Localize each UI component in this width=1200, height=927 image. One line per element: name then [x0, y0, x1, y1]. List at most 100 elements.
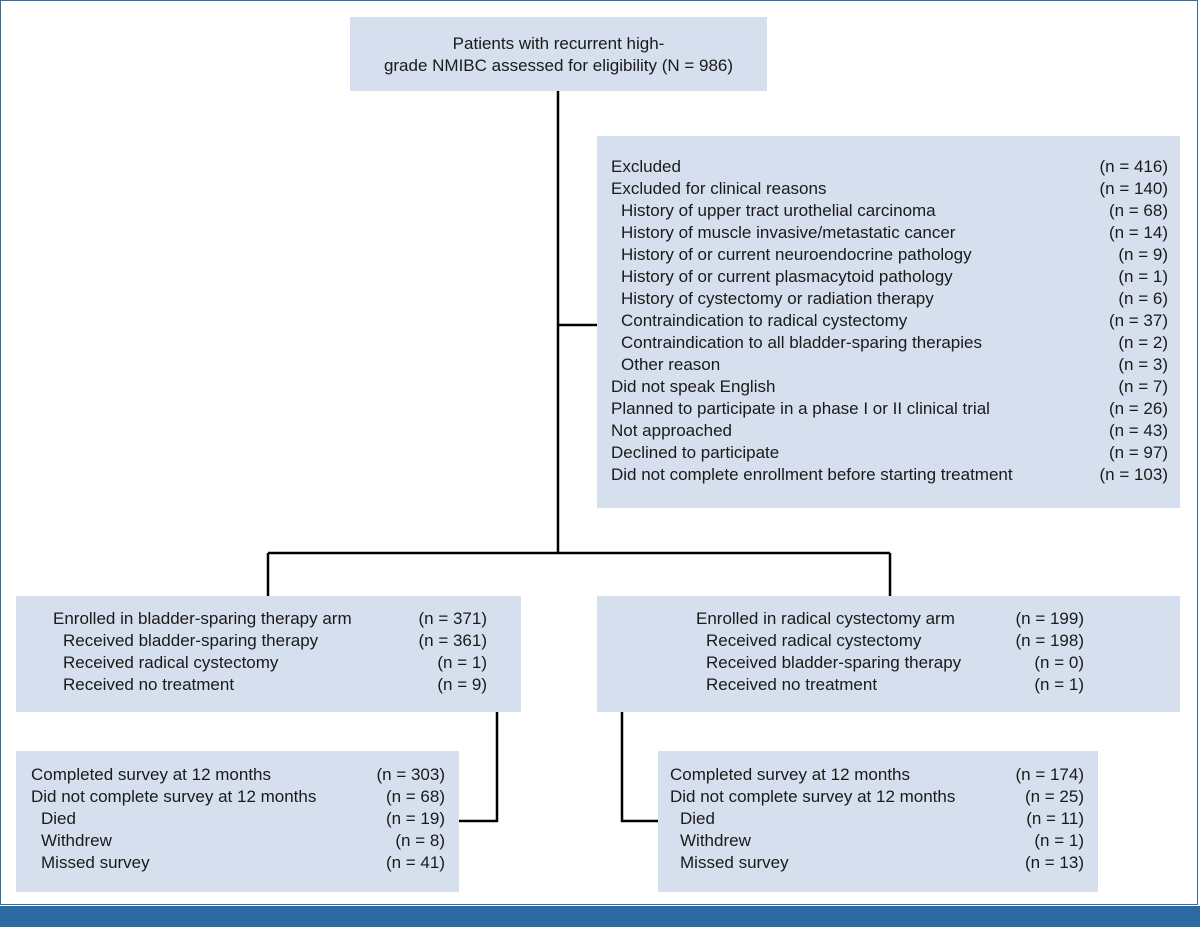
row-label: History of or current plasmacytoid patho… — [621, 267, 953, 286]
row-label: Did not complete survey at 12 months — [31, 787, 317, 806]
row-label: Declined to participate — [611, 443, 780, 462]
footer-accent-bar — [0, 906, 1200, 927]
list-item: Enrolled in radical cystectomy arm (n = 1… — [696, 608, 1084, 630]
row-label: Enrolled in radical cystectomy arm — [696, 609, 955, 628]
list-item: History of upper tract urothelial carcin… — [611, 200, 1168, 222]
list-item: Contraindication to radical cystectomy (n… — [611, 310, 1168, 332]
row-label: Died — [680, 809, 715, 828]
list-item: Received no treatment (n = 9) — [53, 674, 487, 696]
row-label: Received radical cystectomy — [706, 631, 922, 650]
row-label: Received no treatment — [63, 675, 235, 694]
row-label: Completed survey at 12 months — [670, 765, 911, 784]
bladder-sparing-arm-box: Enrolled in bladder-sparing therapy arm (… — [16, 596, 521, 712]
row-count: (n = 11) — [1026, 809, 1084, 828]
list-item: Did not complete survey at 12 months (n =… — [670, 786, 1084, 808]
row-count: (n = 68) — [1108, 201, 1168, 220]
row-label: Missed survey — [680, 853, 789, 872]
row-count: (n = 0) — [1034, 653, 1084, 672]
row-label: Died — [41, 809, 76, 828]
row-label: Completed survey at 12 months — [31, 765, 272, 784]
row-label: Other reason — [621, 355, 721, 374]
row-count: (n = 14) — [1108, 223, 1168, 242]
list-item: Withdrew (n = 8) — [31, 830, 445, 852]
row-count: (n = 140) — [1099, 179, 1168, 198]
list-item: Received bladder-sparing therapy (n = 361… — [53, 630, 487, 652]
list-item: Completed survey at 12 months (n = 303) — [31, 764, 445, 786]
list-item: History of or current plasmacytoid patho… — [611, 266, 1168, 288]
row-label: Excluded for clinical reasons — [611, 179, 827, 198]
row-label: Received radical cystectomy — [63, 653, 279, 672]
radical-cystectomy-arm-box: Enrolled in radical cystectomy arm (n = 1… — [597, 596, 1180, 712]
row-label: Received bladder-sparing therapy — [706, 653, 962, 672]
row-count: (n = 1) — [437, 653, 487, 672]
row-count: (n = 174) — [1015, 765, 1084, 784]
row-label: Did not speak English — [611, 377, 776, 396]
row-label: Withdrew — [41, 831, 112, 850]
row-count: (n = 8) — [395, 831, 445, 850]
row-label: Planned to participate in a phase I or I… — [611, 399, 990, 418]
row-label: Contraindication to all bladder-sparing … — [621, 333, 982, 352]
list-item: Received radical cystectomy (n = 1) — [53, 652, 487, 674]
list-item: Missed survey (n = 13) — [670, 852, 1084, 874]
row-count: (n = 199) — [1015, 609, 1084, 628]
row-label: Withdrew — [680, 831, 751, 850]
row-count: (n = 9) — [437, 675, 487, 694]
list-item: Received radical cystectomy(n = 198) — [696, 630, 1084, 652]
list-item: Declined to participate (n = 97) — [611, 442, 1168, 464]
left-followup-connector — [459, 712, 499, 823]
row-count: (n = 37) — [1108, 311, 1168, 330]
list-item: Not approached(n = 43) — [611, 420, 1168, 442]
list-item: History of cystectomy or radiation thera… — [611, 288, 1168, 310]
excluded-box: Excluded (n = 416) Excluded for clinical r… — [597, 136, 1180, 508]
row-count: (n = 6) — [1118, 289, 1168, 308]
row-count: (n = 361) — [418, 631, 487, 650]
row-label: History of or current neuroendocrine pat… — [621, 245, 972, 264]
row-count: (n = 1) — [1034, 831, 1084, 850]
list-item: Did not speak English (n = 7) — [611, 376, 1168, 398]
list-item: Withdrew (n = 1) — [670, 830, 1084, 852]
row-label: History of cystectomy or radiation thera… — [621, 289, 934, 308]
list-item: Contraindication to all bladder-sparing … — [611, 332, 1168, 354]
list-item: Planned to participate in a phase I or I… — [611, 398, 1168, 420]
list-item: Received bladder-sparing therapy (n = 0) — [696, 652, 1084, 674]
row-label: Contraindication to radical cystectomy — [621, 311, 908, 330]
row-count: (n = 7) — [1118, 377, 1168, 396]
row-label: Enrolled in bladder-sparing therapy arm — [53, 609, 352, 628]
eligibility-line-2: grade NMIBC assessed for eligibility (N … — [383, 56, 734, 75]
row-label: Excluded — [611, 157, 681, 176]
row-count: (n = 97) — [1108, 443, 1168, 462]
row-count: (n = 303) — [376, 765, 445, 784]
list-item: Did not complete survey at 12 months (n =… — [31, 786, 445, 808]
row-count: (n = 103) — [1099, 465, 1168, 484]
list-item: Did not complete enrollment before start… — [611, 464, 1168, 486]
row-count: (n = 1) — [1034, 675, 1084, 694]
list-item: Missed survey(n = 41) — [31, 852, 445, 874]
row-count: (n = 1) — [1118, 267, 1168, 286]
row-count: (n = 25) — [1024, 787, 1084, 806]
row-count: (n = 9) — [1118, 245, 1168, 264]
row-label: Did not complete survey at 12 months — [670, 787, 956, 806]
list-item: Enrolled in bladder-sparing therapy arm (… — [53, 608, 487, 630]
row-label: Did not complete enrollment before start… — [611, 465, 1013, 484]
bladder-sparing-followup-box: Completed survey at 12 months (n = 303) Di… — [16, 751, 459, 892]
row-label: Missed survey — [41, 853, 150, 872]
row-count: (n = 371) — [418, 609, 487, 628]
row-count: (n = 43) — [1108, 421, 1168, 440]
row-count: (n = 2) — [1118, 333, 1168, 352]
row-label: Received bladder-sparing therapy — [63, 631, 319, 650]
radical-cystectomy-followup-box: Completed survey at 12 months (n = 174) Di… — [658, 751, 1098, 892]
list-item: History of or current neuroendocrine pat… — [611, 244, 1168, 266]
list-item: Died (n = 19) — [31, 808, 445, 830]
row-label: History of upper tract urothelial carcin… — [621, 201, 936, 220]
row-count: (n = 416) — [1099, 157, 1168, 176]
row-label: History of muscle invasive/metastatic ca… — [621, 223, 956, 242]
right-followup-connector — [620, 712, 658, 823]
row-count: (n = 19) — [385, 809, 445, 828]
list-item: Excluded (n = 416) — [611, 156, 1168, 178]
row-count: (n = 3) — [1118, 355, 1168, 374]
row-count: (n = 68) — [385, 787, 445, 806]
row-count: (n = 13) — [1024, 853, 1084, 872]
row-label: Received no treatment — [706, 675, 878, 694]
list-item: Died (n = 11) — [670, 808, 1084, 830]
